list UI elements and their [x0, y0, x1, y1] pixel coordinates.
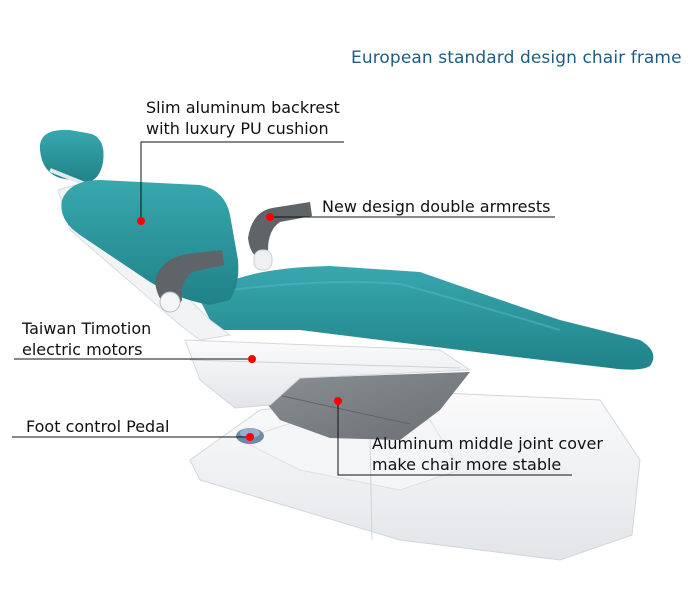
callout-joint-cover: Aluminum middle joint cover make chair m…: [372, 433, 603, 475]
callout-pedal: Foot control Pedal: [26, 416, 169, 437]
seat-cushion: [200, 266, 654, 370]
callout-markers: [137, 213, 342, 441]
callout-pedal-line-1: Foot control Pedal: [26, 417, 170, 436]
marker-joint-cover: [334, 397, 342, 405]
marker-motors: [248, 355, 256, 363]
callout-motors: Taiwan Timotion electric motors: [22, 318, 151, 360]
page-title: European standard design chair frame: [351, 48, 682, 68]
callout-backrest-line-2: with luxury PU cushion: [146, 119, 329, 138]
motor-housing: [184, 339, 472, 409]
callout-armrests: New design double armrests: [322, 196, 550, 217]
leader-backrest: [140, 141, 344, 221]
callout-backrest-line-1: Slim aluminum backrest: [146, 98, 340, 117]
marker-armrests: [266, 213, 274, 221]
callout-motors-line-2: electric motors: [22, 340, 143, 359]
callout-joint-cover-line-1: Aluminum middle joint cover: [372, 434, 603, 453]
callout-joint-cover-line-2: make chair more stable: [372, 455, 562, 474]
armrest-right: [248, 202, 312, 271]
armrest-left: [155, 250, 224, 313]
joint-cover: [268, 372, 470, 440]
marker-pedal: [246, 433, 254, 441]
callout-motors-line-1: Taiwan Timotion: [22, 319, 152, 338]
backrest-cushion: [61, 180, 239, 305]
marker-backrest: [137, 217, 145, 225]
leader-joint-cover: [337, 401, 572, 476]
callout-backrest: Slim aluminum backrest with luxury PU cu…: [146, 97, 340, 139]
chair-base: [189, 391, 641, 561]
leader-lines: [12, 141, 572, 476]
callout-armrests-line-1: New design double armrests: [322, 197, 551, 216]
headrest: [39, 129, 104, 188]
